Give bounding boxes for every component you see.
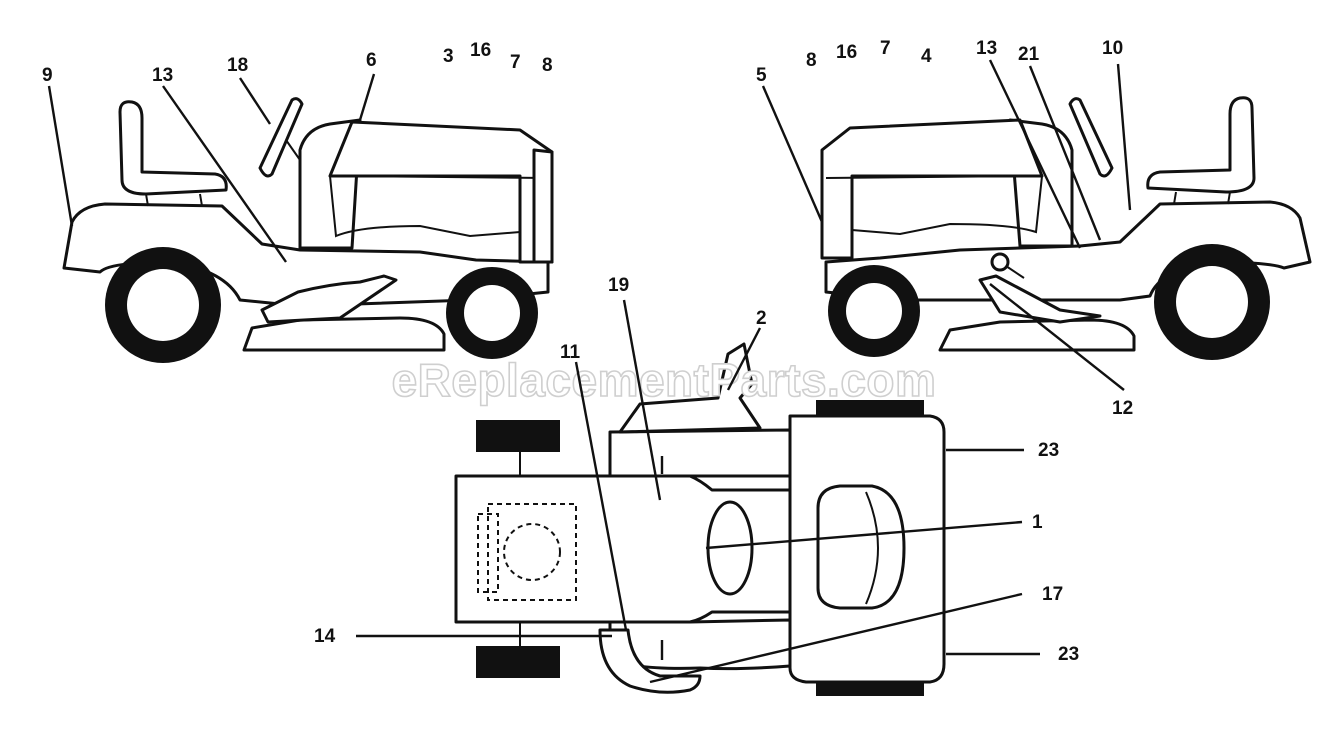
callout-23-lower: 23	[1058, 644, 1079, 665]
callout-3: 3	[443, 46, 454, 67]
callout-21: 21	[1018, 44, 1040, 65]
callout-13: 13	[152, 65, 173, 86]
callout-8: 8	[806, 50, 817, 71]
callout-10: 10	[1102, 38, 1123, 59]
callout-12: 12	[1112, 398, 1133, 419]
callout-7: 7	[510, 52, 521, 73]
top-view	[454, 342, 946, 696]
callout-17: 17	[1042, 584, 1063, 605]
leader-lines	[47, 59, 1132, 684]
callout-14: 14	[314, 626, 336, 647]
watermark-text: eReplacementParts.com	[392, 354, 937, 406]
callout-7: 7	[880, 38, 891, 59]
callout-16: 16	[836, 42, 857, 63]
left-side-view	[62, 97, 554, 363]
callout-6: 6	[366, 50, 377, 71]
callout-5: 5	[756, 65, 767, 86]
callout-9: 9	[42, 65, 53, 86]
callout-23-upper: 23	[1038, 440, 1059, 461]
callout-4: 4	[921, 46, 932, 67]
callout-11: 11	[560, 342, 581, 363]
callout-18: 18	[227, 55, 248, 76]
callouts-left-view: 9 13 18 6 3 16 7 8	[42, 40, 553, 86]
callout-1: 1	[1032, 512, 1043, 533]
callout-8: 8	[542, 55, 553, 76]
callouts-top-view: 19 2 11 23 1 17 14 23	[314, 275, 1079, 665]
callout-13: 13	[976, 38, 997, 59]
callout-2: 2	[756, 308, 767, 329]
callout-19: 19	[608, 275, 629, 296]
callouts-right-view: 5 8 16 7 4 13 21 10 12	[756, 38, 1133, 419]
right-side-view	[820, 96, 1312, 360]
callout-16: 16	[470, 40, 491, 61]
